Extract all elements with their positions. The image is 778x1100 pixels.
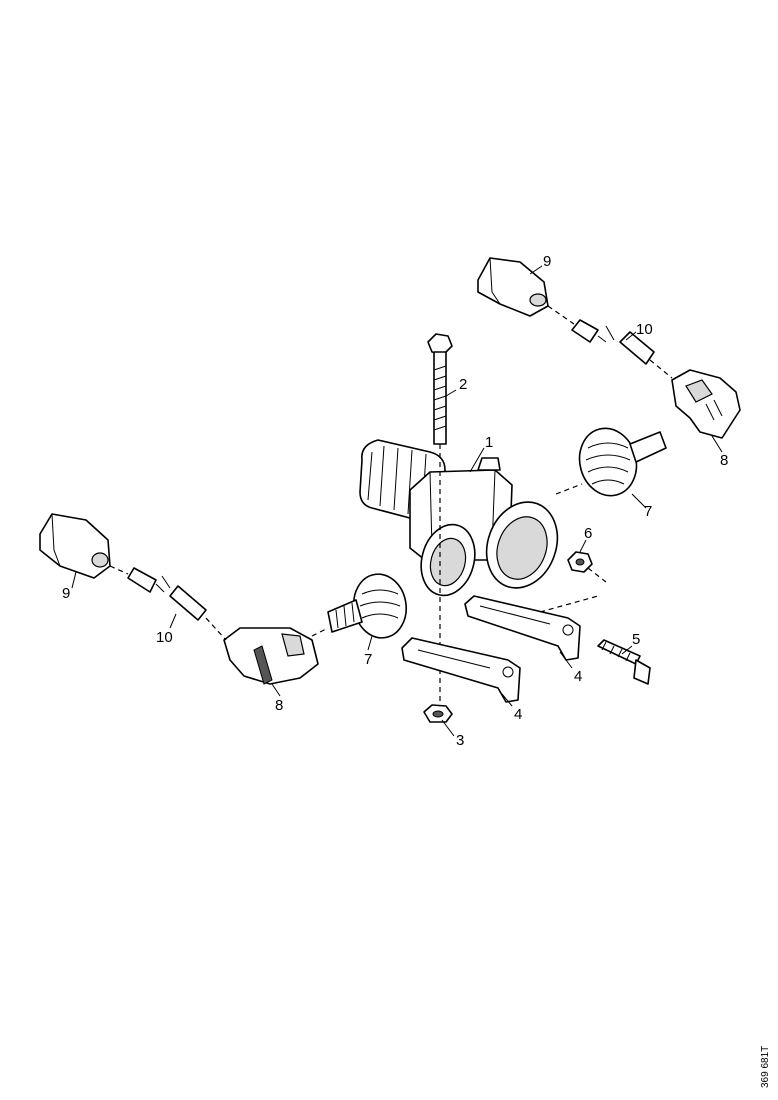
fitting-part-7-right — [555, 427, 667, 497]
elbow-part-8-left — [223, 627, 329, 685]
valve-body-part-1 — [359, 439, 559, 597]
bracket-part-4-upper — [464, 595, 581, 661]
screw-part-5 — [539, 595, 651, 685]
callout-6: 6 — [584, 525, 592, 542]
callout-9-left: 9 — [62, 585, 70, 602]
callout-10-top: 10 — [636, 321, 653, 338]
pipe-part-10-top — [571, 319, 673, 379]
union-nut-part-9-top — [477, 257, 575, 325]
callout-2: 2 — [459, 376, 467, 393]
union-nut-part-9-left — [39, 513, 129, 579]
callout-9-top: 9 — [543, 253, 551, 270]
callout-4-upper: 4 — [574, 668, 582, 685]
callout-5: 5 — [632, 631, 640, 648]
callout-7-left: 7 — [364, 651, 372, 668]
callout-1: 1 — [485, 434, 493, 451]
pipe-part-10-left — [127, 567, 227, 641]
callout-7-right: 7 — [644, 503, 652, 520]
bolt-part-2 — [427, 333, 453, 705]
callout-labels: 1 2 3 4 4 5 6 7 7 8 8 9 9 10 10 — [62, 253, 728, 749]
callout-8-left: 8 — [275, 697, 283, 714]
callout-3: 3 — [456, 732, 464, 749]
nut-part-3 — [423, 704, 453, 723]
nut-part-6 — [567, 551, 607, 583]
callout-4-lower: 4 — [514, 706, 522, 723]
elbow-part-8-right — [671, 369, 741, 439]
fitting-part-7-left — [327, 573, 408, 639]
leader-lines — [71, 265, 723, 737]
reference-code: 369 681T — [760, 1046, 771, 1088]
callout-8-right: 8 — [720, 452, 728, 469]
callout-10-left: 10 — [156, 629, 173, 646]
bracket-part-4-lower — [401, 637, 521, 703]
